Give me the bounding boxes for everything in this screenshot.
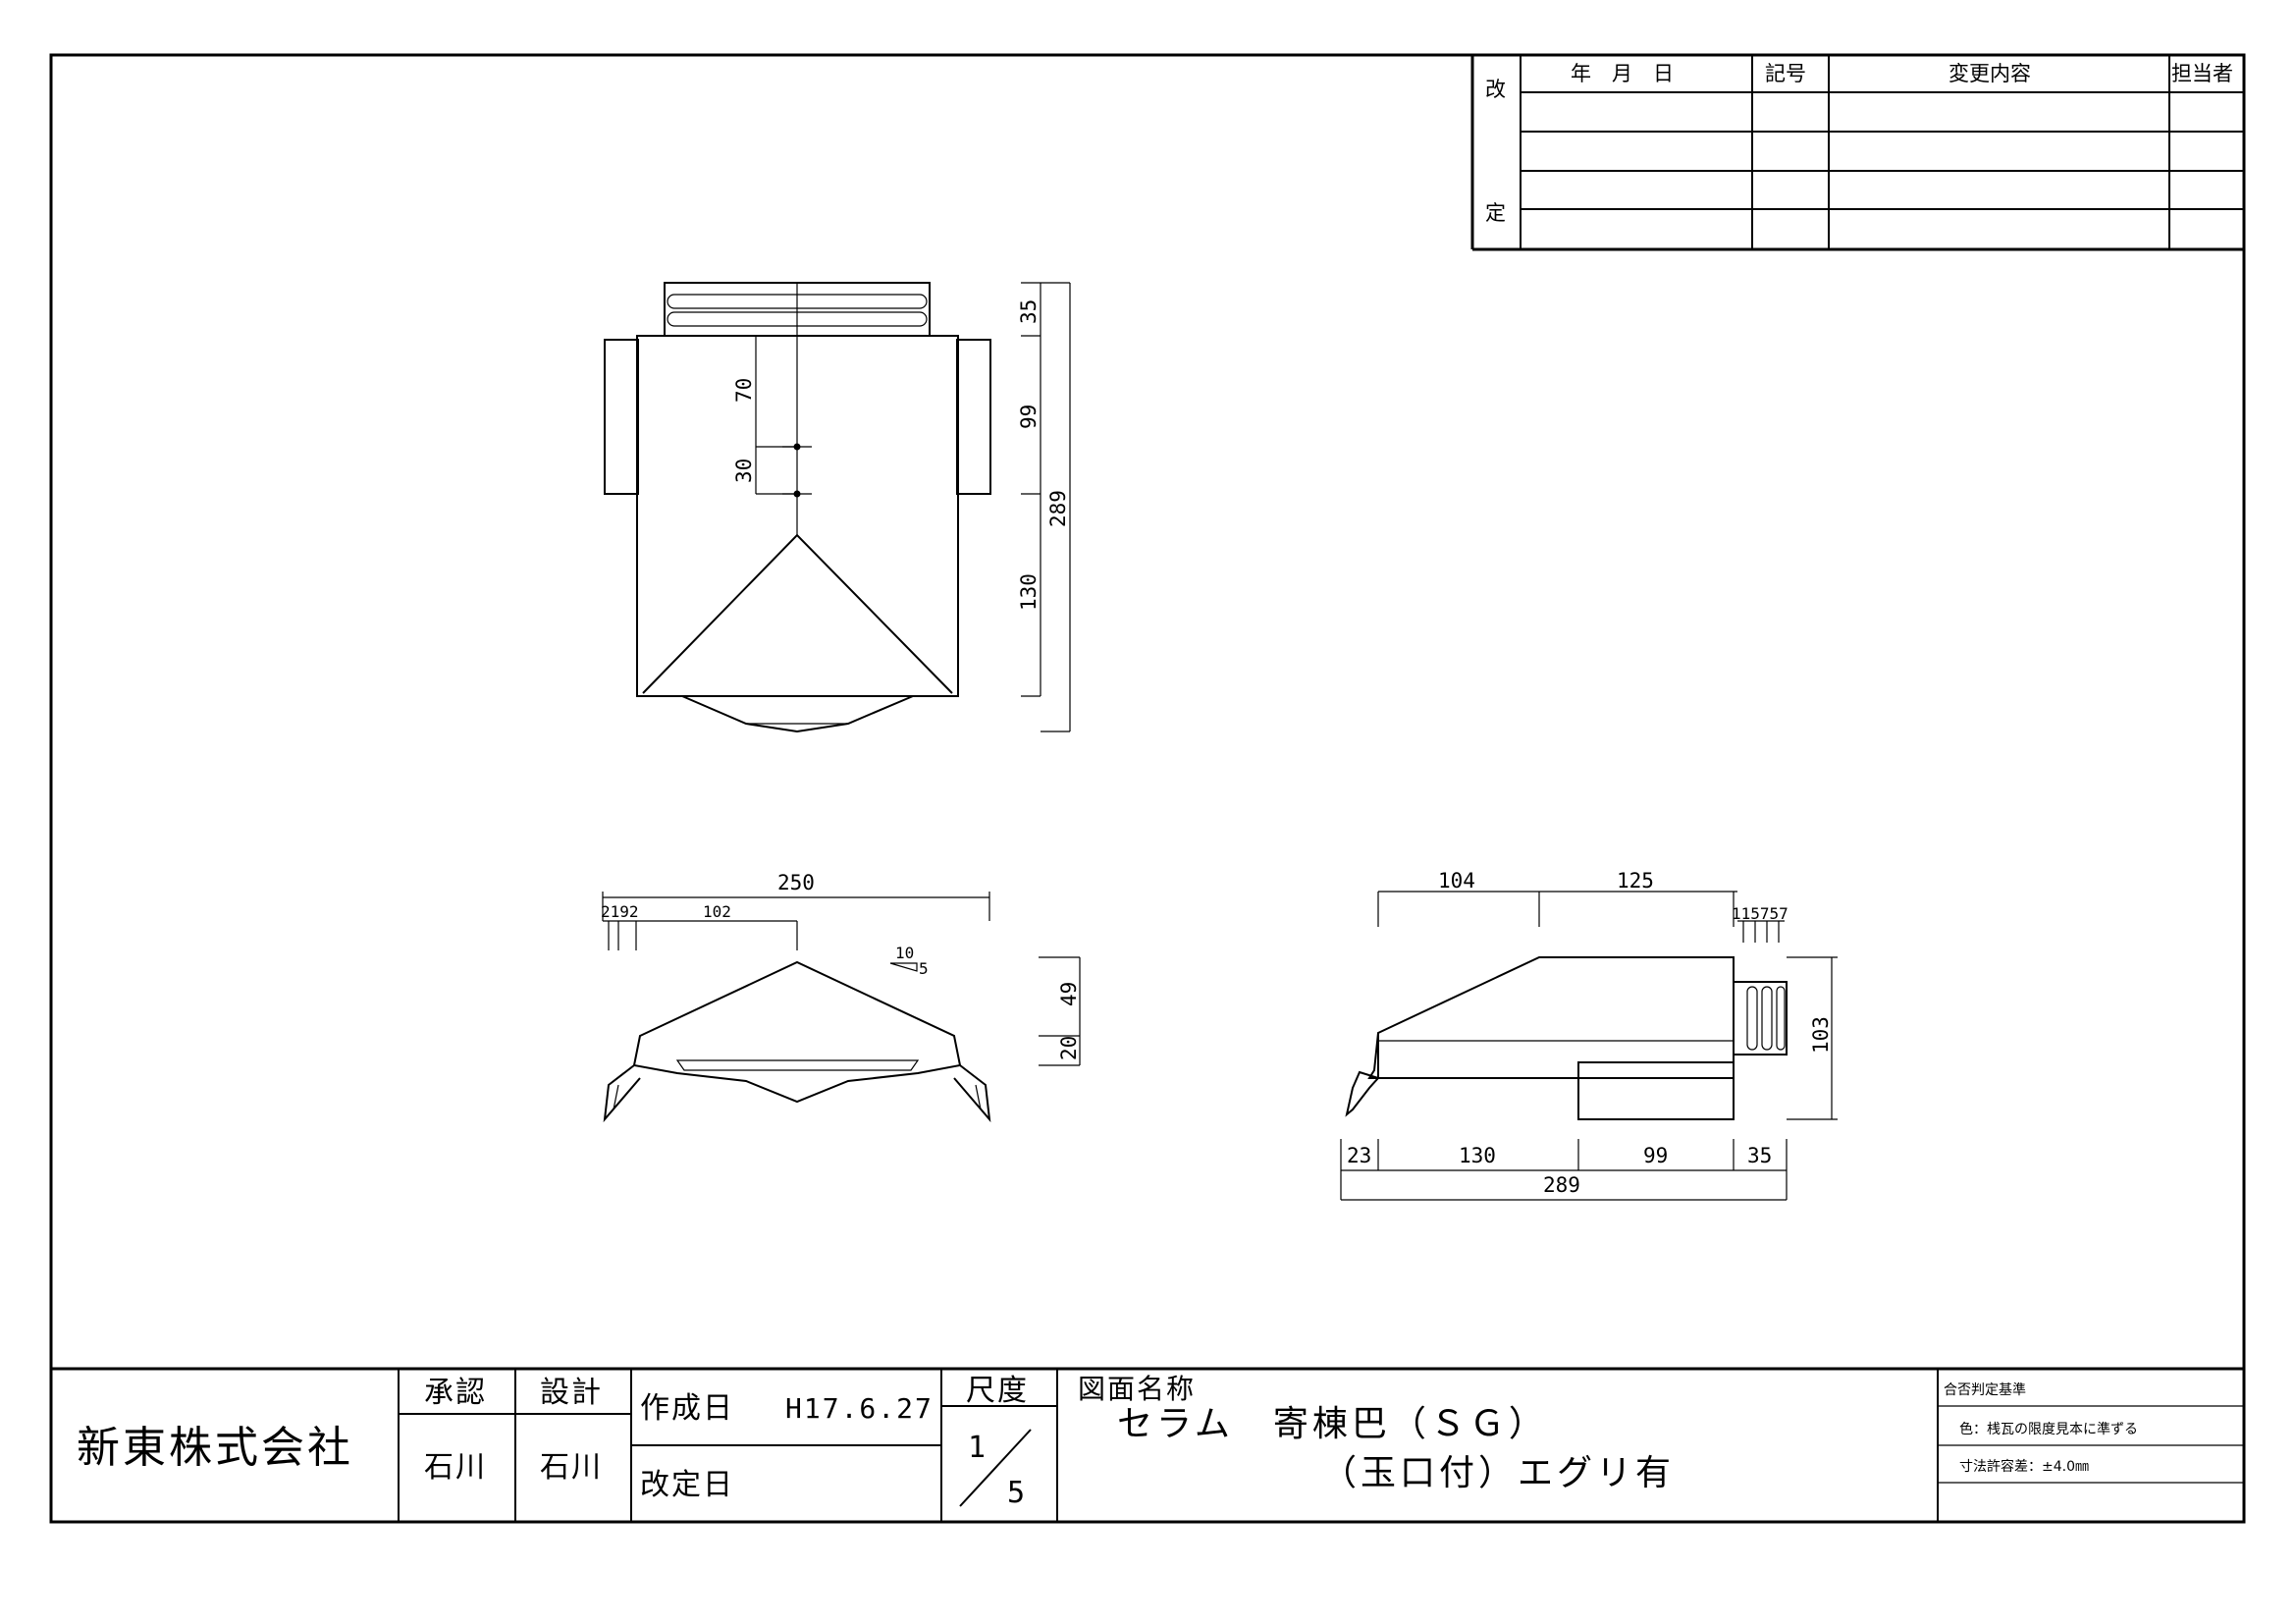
drawing-name-line2: （玉口付）エグリ有 [1321, 1453, 1675, 1493]
revision-header-date: 年 月 日 [1571, 62, 1674, 85]
plan-dim-99: 99 [1017, 405, 1041, 429]
created-label: 作成日 [640, 1391, 734, 1426]
front-slope-10: 10 [895, 944, 914, 962]
side-dim-289: 289 [1543, 1173, 1580, 1197]
plan-dim-289: 289 [1046, 490, 1070, 527]
front-dim-20: 20 [1057, 1036, 1081, 1060]
side-dim-103: 103 [1809, 1016, 1833, 1054]
approval-name: 石川 [424, 1450, 487, 1485]
side-dim-130: 130 [1459, 1144, 1496, 1167]
design-label: 設計 [540, 1376, 603, 1410]
front-dim-250: 250 [777, 871, 815, 894]
revision-label-top: 改 [1485, 78, 1506, 101]
side-dim-99: 99 [1643, 1144, 1668, 1167]
front-slope-5: 5 [919, 959, 929, 978]
plan-dim-130: 130 [1017, 573, 1041, 611]
plan-view: 70 30 35 99 130 289 [604, 282, 1071, 733]
title-block: 新東株式会社 承認 設計 石川 石川 作成日 H17.6.27 改定日 尺度 1… [51, 1367, 2244, 1522]
revision-table: 改 定 年 月 日 記号 変更内容 担当者 [1470, 55, 2244, 251]
revised-label: 改定日 [640, 1468, 734, 1502]
front-dim-49: 49 [1057, 982, 1081, 1006]
side-dim-23: 23 [1347, 1144, 1371, 1167]
company-name: 新東株式会社 [77, 1423, 353, 1473]
created-date: H17.6.27 [785, 1392, 934, 1425]
revision-header-person: 担当者 [2171, 62, 2233, 85]
side-view: 104 125 115757 103 23 130 99 [1340, 869, 1838, 1201]
criteria-color: 色：桟瓦の限度見本に準ずる [1959, 1421, 2138, 1437]
approval-label: 承認 [424, 1376, 487, 1410]
scale-label: 尺度 [966, 1374, 1029, 1408]
drawing-name-line1: セラム 寄棟巴（ＳＧ） [1117, 1404, 1548, 1444]
plan-dim-35: 35 [1017, 299, 1041, 324]
front-view: 250 2192 102 10 5 49 20 [601, 871, 1081, 1123]
front-dim-2192: 2192 [601, 902, 639, 921]
side-dim-35: 35 [1747, 1144, 1772, 1167]
criteria-tolerance: 寸法許容差：±4.0㎜ [1959, 1458, 2089, 1475]
front-dim-102: 102 [703, 902, 731, 921]
plan-dim-30: 30 [732, 459, 756, 483]
sheet-border [49, 53, 2246, 1524]
side-dim-104: 104 [1438, 869, 1475, 893]
revision-label-bottom: 定 [1485, 201, 1506, 225]
scale-fraction-line [959, 1429, 1032, 1507]
design-name: 石川 [540, 1450, 603, 1485]
side-dim-125: 125 [1617, 869, 1654, 893]
scale-numerator: 1 [968, 1431, 986, 1465]
side-dim-115757: 115757 [1732, 904, 1789, 923]
drawing-name-label: 図面名称 [1078, 1373, 1196, 1405]
revision-header-symbol: 記号 [1765, 62, 1806, 85]
plan-dim-70: 70 [732, 378, 756, 403]
criteria-title: 合否判定基準 [1944, 1381, 2026, 1398]
scale-denominator: 5 [1007, 1476, 1025, 1510]
revision-header-content: 変更内容 [1949, 62, 2031, 85]
